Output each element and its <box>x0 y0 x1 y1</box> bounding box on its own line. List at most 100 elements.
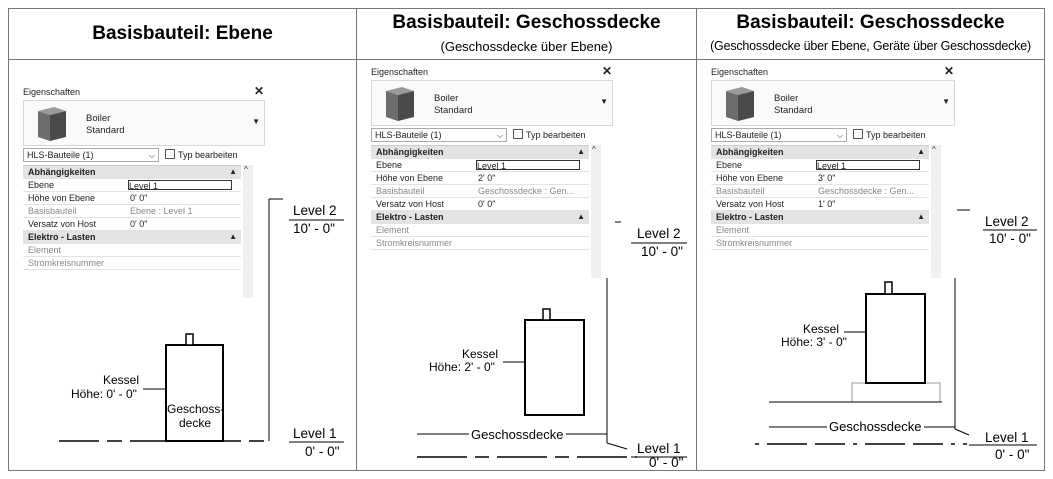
property-value-input[interactable]: Level 1 <box>128 180 232 191</box>
level-2-name: Level 2 <box>293 203 337 218</box>
instance-filter-label: HLS-Bauteile (1) <box>27 150 94 160</box>
edit-type-button[interactable]: Typ bearbeiten <box>853 128 926 142</box>
property-key: Höhe von Ebene <box>28 193 96 203</box>
group-header[interactable]: Abhängigkeiten▲ <box>23 166 241 179</box>
group-header[interactable]: Abhängigkeiten▲ <box>371 146 589 159</box>
scrollbar[interactable]: ^ <box>591 145 601 278</box>
chevron-down-icon[interactable]: ▼ <box>942 97 950 106</box>
property-value-input[interactable]: Level 1 <box>816 160 920 171</box>
instance-filter-select[interactable]: HLS-Bauteile (1) ⌵ <box>371 128 507 142</box>
level-1-elevation: 0' - 0" <box>305 444 340 459</box>
chevron-up-icon: ▲ <box>577 212 585 221</box>
group-header[interactable]: Elektro - Lasten▲ <box>371 211 589 224</box>
chevron-down-icon: ⌵ <box>836 131 843 140</box>
group-header[interactable]: Elektro - Lasten▲ <box>23 231 241 244</box>
kessel-label: Kessel <box>461 347 498 361</box>
edit-type-button[interactable]: Typ bearbeiten <box>513 128 586 142</box>
group-label: Abhängigkeiten <box>28 167 96 177</box>
scrollbar[interactable]: ^ <box>243 165 253 298</box>
chevron-down-icon: ⌵ <box>148 151 155 160</box>
instance-filter-select[interactable]: HLS-Bauteile (1) ⌵ <box>23 148 159 162</box>
boiler-icon <box>386 87 414 121</box>
type-sub: Standard <box>774 105 813 116</box>
panel-title: Eigenschaften <box>23 87 81 97</box>
diagram-drawing <box>417 221 687 458</box>
level-1-elevation: 0' - 0" <box>649 455 684 470</box>
group-label: Abhängigkeiten <box>716 147 784 157</box>
property-row[interactable]: Höhe von Ebene 2' 0" <box>371 172 589 185</box>
type-name: Boiler <box>434 93 459 104</box>
chevron-up-icon: ▲ <box>917 147 925 156</box>
chevron-up-icon: ^ <box>932 145 936 154</box>
close-icon[interactable]: ✕ <box>253 86 264 98</box>
height-label: Höhe: 3' - 0" <box>781 335 847 349</box>
host-label: Geschossdecke <box>469 427 566 442</box>
edit-type-label: Typ bearbeiten <box>526 130 586 140</box>
level-2-name: Level 2 <box>985 214 1029 229</box>
properties-grid: Abhängigkeiten▲ Ebene Level 1 Höhe von Eb… <box>371 145 589 250</box>
property-key: Stromkreisnummer <box>28 258 105 268</box>
column-header: Basisbauteil: Geschossdecke (Geschossdec… <box>357 9 696 60</box>
property-row: Element <box>711 224 929 237</box>
property-value: 2' 0" <box>478 173 496 183</box>
property-key: Versatz von Host <box>376 199 445 209</box>
group-label: Elektro - Lasten <box>28 232 96 242</box>
close-icon[interactable]: ✕ <box>943 66 954 78</box>
property-key: Basisbauteil <box>716 186 765 196</box>
column-ebene: Basisbauteil: Ebene Eigenschaften ✕ <box>9 9 357 470</box>
level-2-elevation: 10' - 0" <box>293 221 335 236</box>
edit-type-label: Typ bearbeiten <box>178 150 238 160</box>
property-key: Element <box>376 225 410 235</box>
group-header[interactable]: Elektro - Lasten▲ <box>711 211 929 224</box>
property-key: Ebene <box>376 160 403 170</box>
edit-type-icon <box>513 129 523 139</box>
group-header[interactable]: Abhängigkeiten ▲ <box>711 146 929 159</box>
host-label-line-2: decke <box>178 416 212 430</box>
chevron-down-icon[interactable]: ▼ <box>600 97 608 106</box>
instance-filter-select[interactable]: HLS-Bauteile (1) ⌵ <box>711 128 847 142</box>
chevron-down-icon: ⌵ <box>496 131 503 140</box>
column-subtitle: (Geschossdecke über Ebene, Geräte über G… <box>710 39 1031 53</box>
instance-filter-label: HLS-Bauteile (1) <box>715 130 782 140</box>
type-name: Boiler <box>86 113 111 124</box>
property-row: Element <box>23 244 241 257</box>
edit-type-icon <box>853 129 863 139</box>
close-icon[interactable]: ✕ <box>601 66 612 78</box>
scrollbar[interactable]: ^ <box>931 145 941 278</box>
property-row: Basisbauteil Geschossdecke : Gen... <box>711 185 929 198</box>
diagram-drawing <box>59 198 344 443</box>
comparison-table: Basisbauteil: Ebene Eigenschaften ✕ <box>8 8 1045 471</box>
level-1-name: Level 1 <box>985 430 1029 445</box>
property-row[interactable]: Ebene Level 1 <box>371 159 589 172</box>
property-value: 3' 0" <box>818 173 836 183</box>
column-title: Basisbauteil: Geschossdecke <box>736 12 1005 33</box>
property-value-input[interactable]: Level 1 <box>476 160 580 171</box>
property-key: Höhe von Ebene <box>376 173 444 183</box>
edit-type-button[interactable]: Typ bearbeiten <box>165 148 238 162</box>
host-label-line-1: Geschoss- <box>167 402 225 416</box>
kessel-label: Kessel <box>102 373 139 387</box>
property-row: Element <box>371 224 589 237</box>
height-label: Höhe: 2' - 0" <box>429 360 495 374</box>
equipment-pad <box>851 382 941 402</box>
property-row: Stromkreisnummer <box>23 257 241 270</box>
column-header: Basisbauteil: Geschossdecke (Geschossdec… <box>697 9 1044 60</box>
type-sub: Standard <box>434 105 473 116</box>
column-geschossdecke: Basisbauteil: Geschossdecke (Geschossdec… <box>357 9 697 470</box>
chevron-down-icon[interactable]: ▼ <box>252 117 260 126</box>
property-value: Geschossdecke : Gen... <box>818 186 915 196</box>
boiler-nozzle <box>185 333 194 346</box>
